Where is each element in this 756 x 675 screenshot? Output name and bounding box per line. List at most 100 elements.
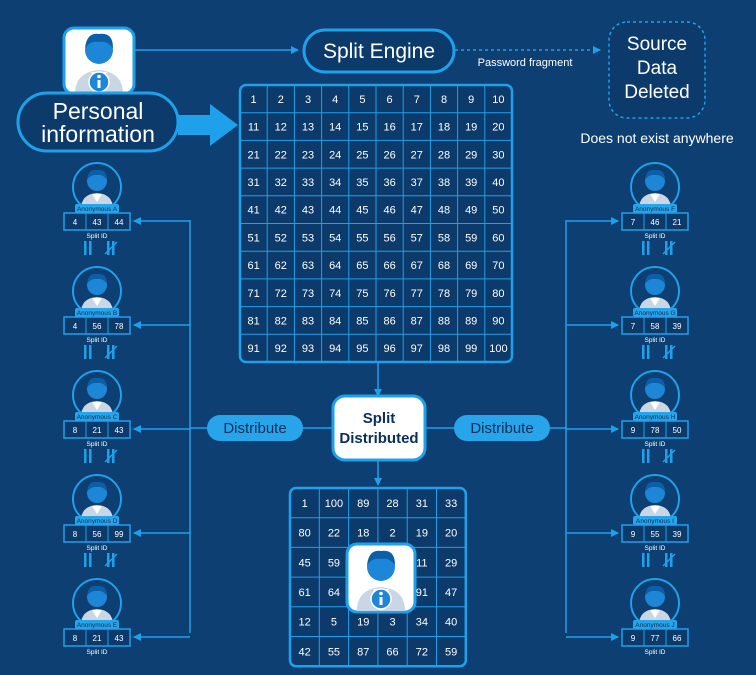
grid-cell-value: 64	[328, 587, 340, 599]
grid-cell-value: 30	[492, 149, 504, 161]
grid-cell-value: 55	[328, 646, 340, 658]
grid-cell-value: 39	[465, 177, 477, 189]
grid-cell-value: 54	[329, 232, 341, 244]
anonymous-name: Anonymous J	[635, 622, 674, 629]
source-deleted-line1: Source	[627, 34, 687, 55]
grid-cell-value: 3	[389, 617, 395, 629]
split-values-box	[621, 524, 689, 543]
name-tag	[633, 308, 677, 317]
grid-cell-value: 55	[356, 232, 368, 244]
split-center-person	[345, 542, 417, 614]
grid-cell-value: 15	[356, 122, 368, 134]
grid-cell-value: 61	[299, 587, 311, 599]
grid-cell-value: 66	[386, 646, 398, 658]
grid-cell-value: 73	[302, 288, 314, 300]
grid-cell-value: 99	[465, 343, 477, 355]
person-info-icon	[357, 550, 405, 611]
grid-cell-value: 2	[278, 94, 284, 106]
distribute-left-pill: Distribute	[207, 415, 303, 441]
grid-cell-value: 60	[492, 232, 504, 244]
split-value: 8	[73, 530, 78, 539]
anonymous-name: Anonymous A	[77, 206, 118, 213]
grid-cell-value: 57	[411, 232, 423, 244]
not-equal-sign-icon	[662, 345, 676, 359]
grid-cell-value: 7	[414, 94, 420, 106]
equals-sign-icon	[84, 553, 92, 567]
split-value: 50	[673, 426, 682, 435]
grid-cell-value: 61	[247, 260, 259, 272]
grid-cell-value: 18	[438, 122, 450, 134]
grid-cell-value: 42	[275, 205, 287, 217]
grid-cell-value: 45	[299, 557, 311, 569]
grid-cell-value: 100	[489, 343, 507, 355]
anonymous-person-icon	[81, 585, 113, 625]
grid-cell-value: 90	[492, 315, 504, 327]
grid-cell-value: 44	[329, 205, 341, 217]
grid-cell-value: 72	[275, 288, 287, 300]
split-id-label: Split ID	[87, 337, 108, 344]
grid-cell-value: 70	[492, 260, 504, 272]
source-deleted-line2: Data	[637, 58, 678, 79]
grid-cell-value: 23	[302, 149, 314, 161]
split-value: 56	[93, 322, 102, 331]
split-values-box	[621, 316, 689, 335]
name-tag	[75, 620, 119, 629]
grid-cell-value: 12	[299, 617, 311, 629]
name-tag	[633, 516, 677, 525]
grid-cell-value: 79	[465, 288, 477, 300]
grid-cell-value: 87	[357, 646, 369, 658]
split-id-label: Split ID	[87, 441, 108, 448]
split-id-label: Split ID	[645, 441, 666, 448]
anonymous-person-icon	[81, 481, 113, 521]
split-id-label: Split ID	[645, 233, 666, 240]
source-data-deleted: Source Data Deleted	[608, 21, 706, 119]
split-values-box	[63, 212, 131, 231]
split-value: 99	[115, 530, 124, 539]
name-tag	[75, 308, 119, 317]
split-id-label: Split ID	[87, 545, 108, 552]
grid-cell-value: 91	[416, 587, 428, 599]
grid-cell-value: 97	[411, 343, 423, 355]
grid-cell-value: 35	[356, 177, 368, 189]
grid-cell-value: 46	[383, 205, 395, 217]
grid-cell-value: 77	[411, 288, 423, 300]
anonymous-name: Anonymous G	[634, 310, 675, 317]
anonymous-person-icon	[639, 481, 671, 521]
anonymous-person-icon	[81, 169, 113, 209]
personal-information-line1: Personal	[53, 98, 144, 124]
grid-cell-value: 12	[275, 122, 287, 134]
grid-cell-value: 76	[383, 288, 395, 300]
grid-cell-value: 34	[416, 617, 428, 629]
anonymous-person-icon	[639, 169, 671, 209]
split-values-box	[63, 420, 131, 439]
split-value: 8	[73, 634, 78, 643]
grid-cell-value: 4	[332, 94, 338, 106]
grid-cell-value: 78	[438, 288, 450, 300]
not-equal-sign-icon	[104, 449, 118, 463]
equals-sign-icon	[642, 553, 650, 567]
equals-sign-icon	[642, 241, 650, 255]
equals-sign-icon	[642, 449, 650, 463]
name-tag	[75, 204, 119, 213]
split-value: 9	[631, 634, 636, 643]
does-not-exist-label: Does not exist anywhere	[580, 130, 734, 146]
split-values-box	[63, 628, 131, 647]
grid-cell-value: 26	[383, 149, 395, 161]
grid-cell-value: 5	[359, 94, 365, 106]
grid-cell-value: 49	[465, 205, 477, 217]
grid-cell-value: 59	[445, 646, 457, 658]
split-value: 4	[73, 218, 78, 227]
split-value: 9	[631, 530, 636, 539]
grid-cell-value: 32	[275, 177, 287, 189]
split-value: 8	[73, 426, 78, 435]
split-values-box	[621, 212, 689, 231]
grid-cell-value: 85	[356, 315, 368, 327]
password-fragment-label: Password fragment	[478, 57, 573, 69]
grid-cell-value: 74	[329, 288, 341, 300]
split-id-label: Split ID	[87, 649, 108, 656]
grid-cell-value: 22	[328, 528, 340, 540]
